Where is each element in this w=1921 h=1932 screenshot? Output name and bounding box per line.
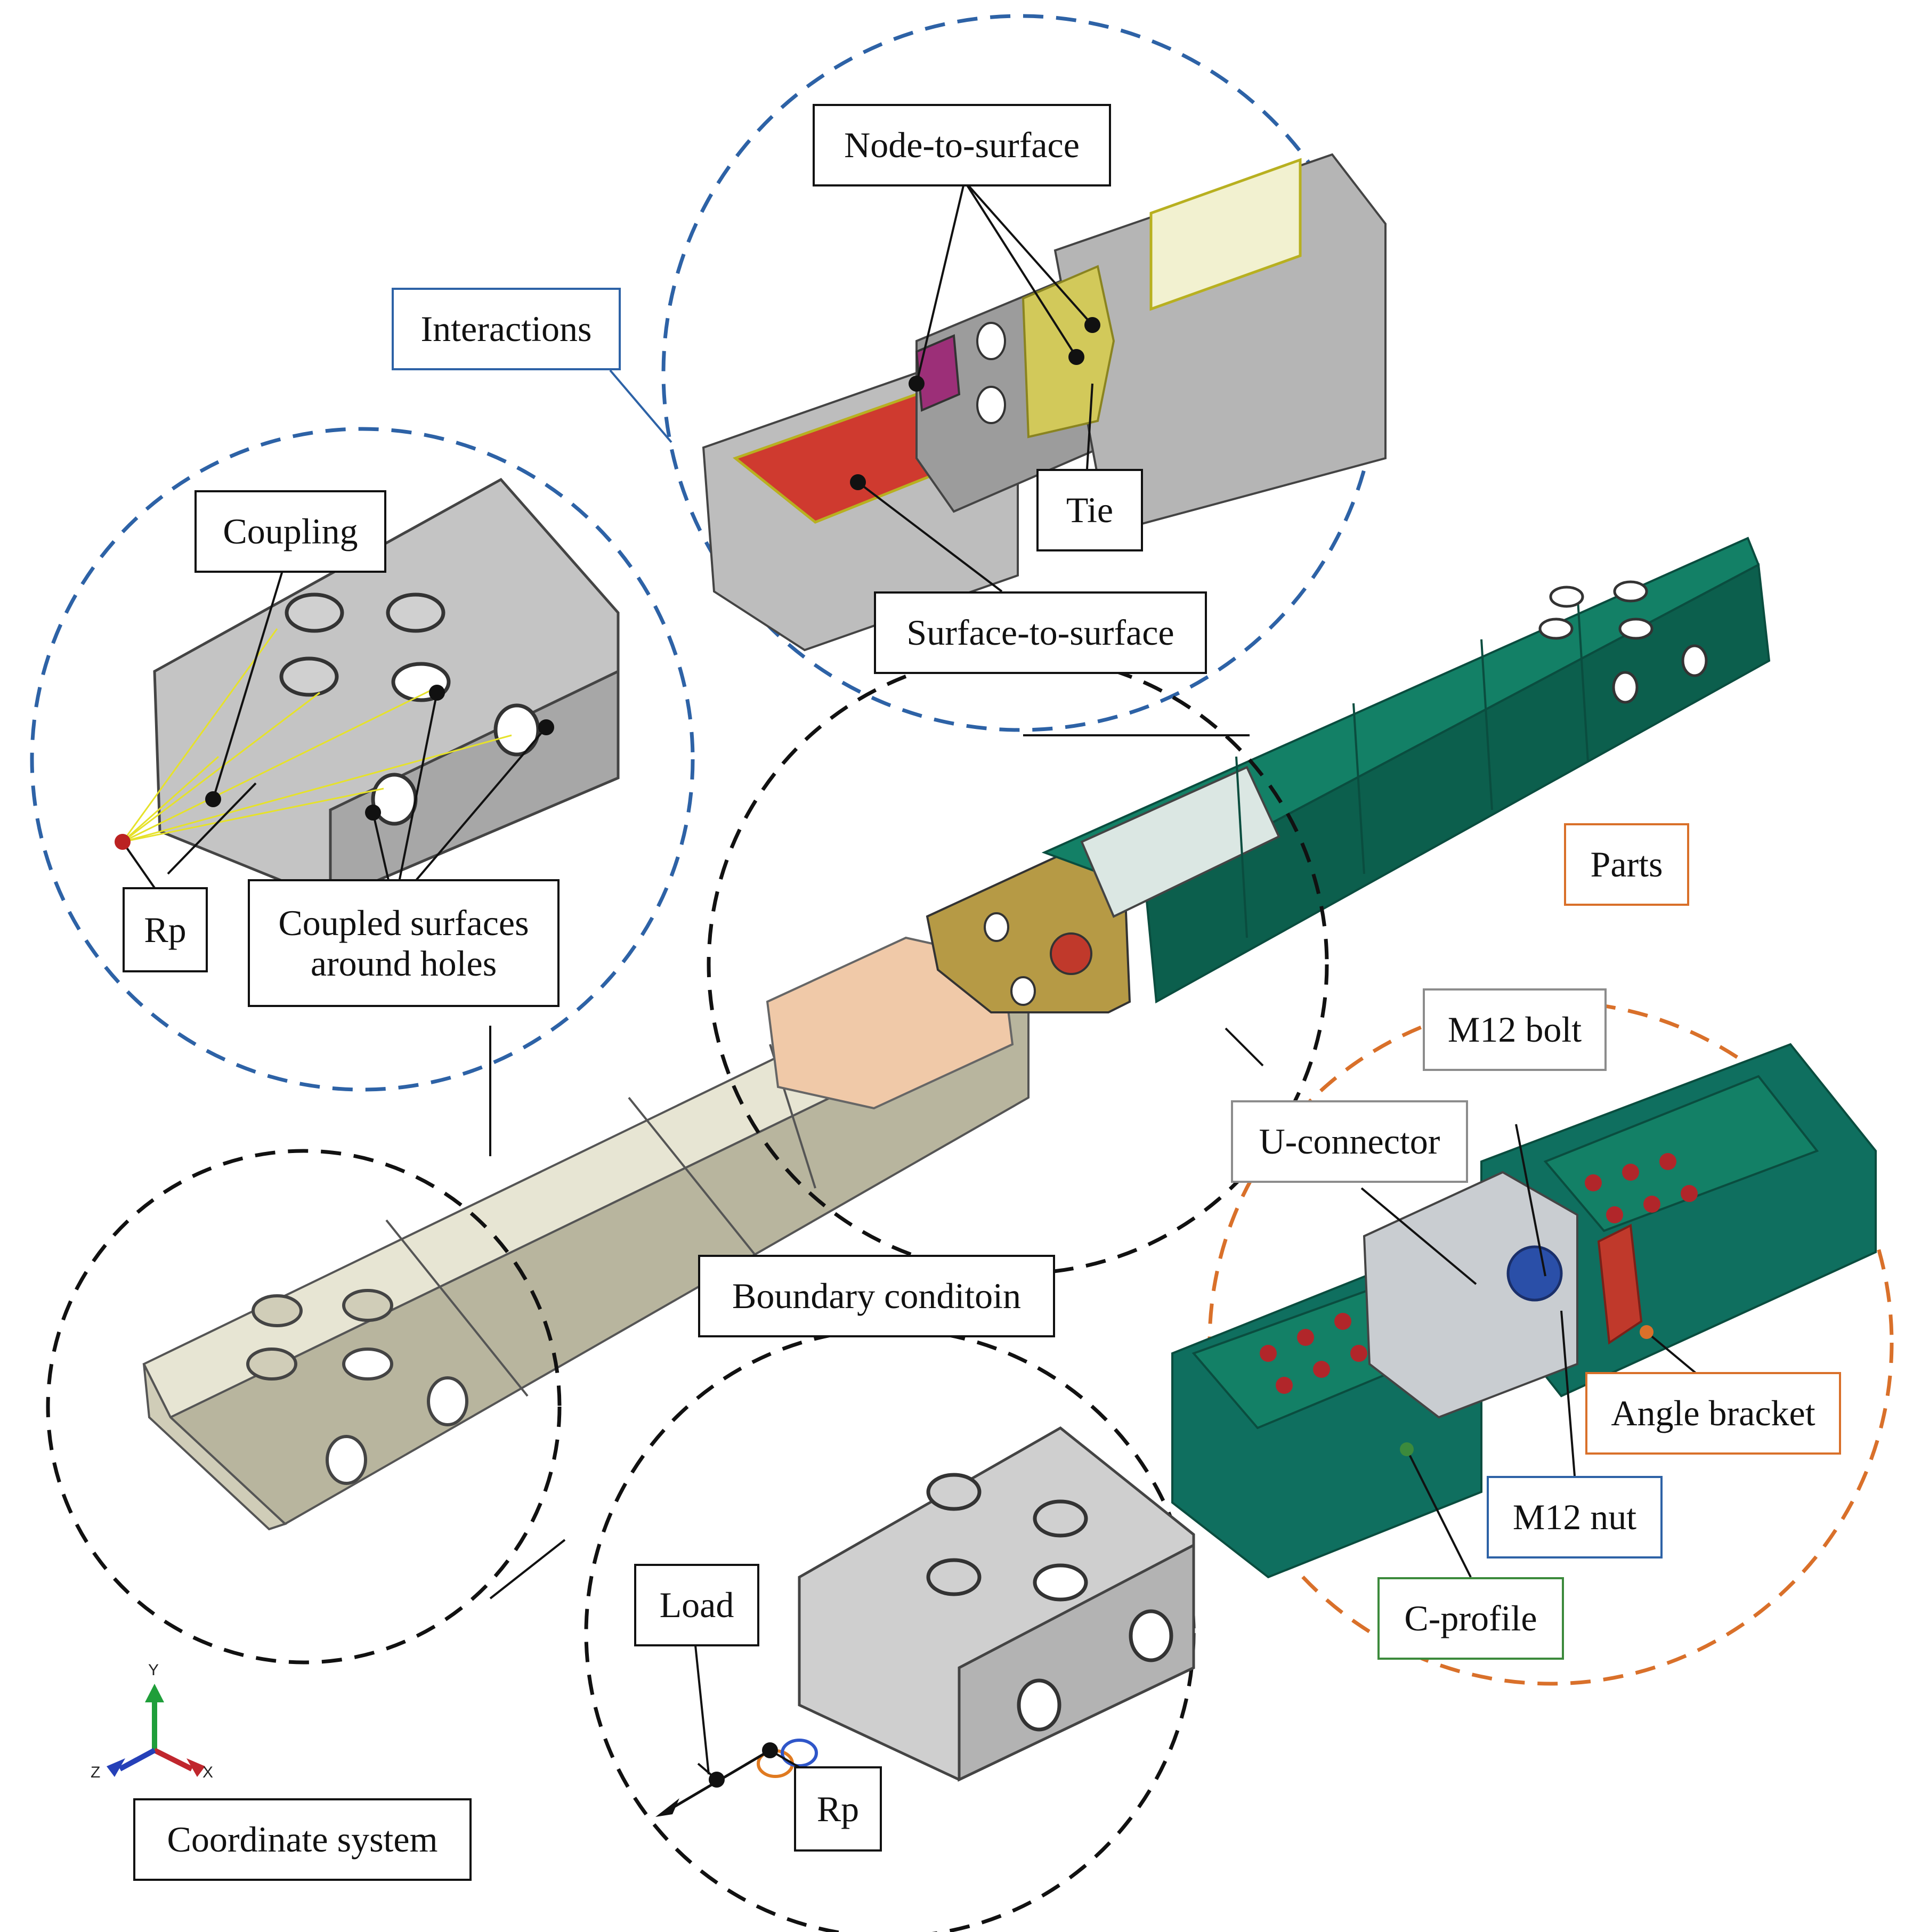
green-c-profile bbox=[1041, 537, 1771, 1004]
boundary-condition-label: Boundary conditoin bbox=[698, 1255, 1055, 1337]
marker-dots bbox=[115, 317, 1653, 1788]
m12-bolt-label: M12 bolt bbox=[1423, 988, 1607, 1071]
main-assembly bbox=[142, 537, 1771, 1531]
leader-lines bbox=[121, 180, 1712, 1781]
m12-nut-label: M12 nut bbox=[1487, 1476, 1663, 1558]
tie-label: Tie bbox=[1036, 469, 1143, 551]
axis-z-label: Z bbox=[91, 1764, 101, 1781]
surface-to-surface-label: Surface-to-surface bbox=[874, 591, 1207, 674]
boundary-circle-left bbox=[46, 1149, 562, 1665]
coupled-surfaces-label: Coupled surfaces around holes bbox=[248, 879, 560, 1007]
parts-label: Parts bbox=[1564, 823, 1689, 906]
coordinate-system-label: Coordinate system bbox=[133, 1798, 472, 1881]
axis-x-label: X bbox=[202, 1764, 214, 1781]
interactions-label: Interactions bbox=[392, 288, 621, 370]
angle-bracket-label: Angle bracket bbox=[1585, 1372, 1841, 1455]
parts-circle bbox=[1171, 1000, 1894, 1686]
coupling-label: Coupling bbox=[194, 490, 386, 573]
c-profile-label: C-profile bbox=[1377, 1577, 1564, 1660]
coupled-surfaces-text: Coupled surfaces around holes bbox=[278, 902, 529, 984]
axis-y-label: Y bbox=[148, 1661, 159, 1679]
node-to-surface-label: Node-to-surface bbox=[813, 104, 1111, 186]
load-label: Load bbox=[634, 1564, 759, 1646]
u-connector-label: U-connector bbox=[1231, 1100, 1468, 1183]
beige-c-profile bbox=[142, 936, 1030, 1531]
interactions-circle-top bbox=[661, 14, 1387, 732]
rp-label-boundary: Rp bbox=[794, 1766, 882, 1852]
coordinate-axes bbox=[107, 1684, 205, 1777]
rp-label-interactions: Rp bbox=[123, 887, 208, 972]
